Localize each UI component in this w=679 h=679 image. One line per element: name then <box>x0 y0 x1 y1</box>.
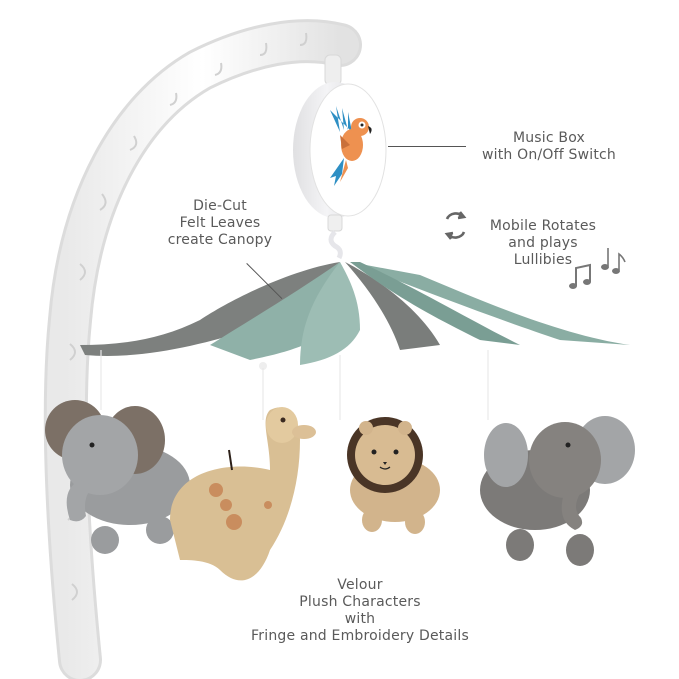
hanging-strings <box>100 350 489 420</box>
canopy-label: Die-Cut Felt Leaves create Canopy <box>160 198 280 249</box>
characters-label-line-3: with <box>344 611 376 627</box>
music-box-label: Music Box with On/Off Switch <box>474 130 624 164</box>
rotate-arrows-icon <box>444 211 467 240</box>
felt-canopy <box>80 262 630 370</box>
rotates-label: Mobile Rotates and plays Lullibies <box>478 218 608 269</box>
characters-label-line-2: Plush Characters <box>299 594 421 610</box>
music-box <box>293 54 387 260</box>
characters-label-line-4: Fringe and Embroidery Details <box>251 628 469 644</box>
parrot-icon <box>330 106 372 186</box>
giraffe-plush <box>170 407 316 581</box>
music-box-leader-line <box>388 146 466 147</box>
elephant-plush-left <box>45 400 190 554</box>
canopy-label-line-3: create Canopy <box>167 232 273 248</box>
music-notes-icon <box>569 248 626 289</box>
characters-label: Velour Plush Characters with Fringe and … <box>230 577 490 645</box>
rotates-label-line-3: Lullibies <box>513 252 573 268</box>
music-box-label-line-1: Music Box <box>512 130 586 146</box>
elephant-plush-right <box>480 416 635 566</box>
music-box-label-line-2: with On/Off Switch <box>482 147 616 163</box>
rotates-label-line-1: Mobile Rotates <box>489 218 597 234</box>
canopy-label-line-1: Die-Cut <box>193 198 247 214</box>
lion-plush <box>347 417 440 534</box>
canopy-label-line-2: Felt Leaves <box>179 215 261 231</box>
rotates-label-line-2: and plays <box>508 235 578 251</box>
characters-label-line-1: Velour <box>337 577 383 593</box>
